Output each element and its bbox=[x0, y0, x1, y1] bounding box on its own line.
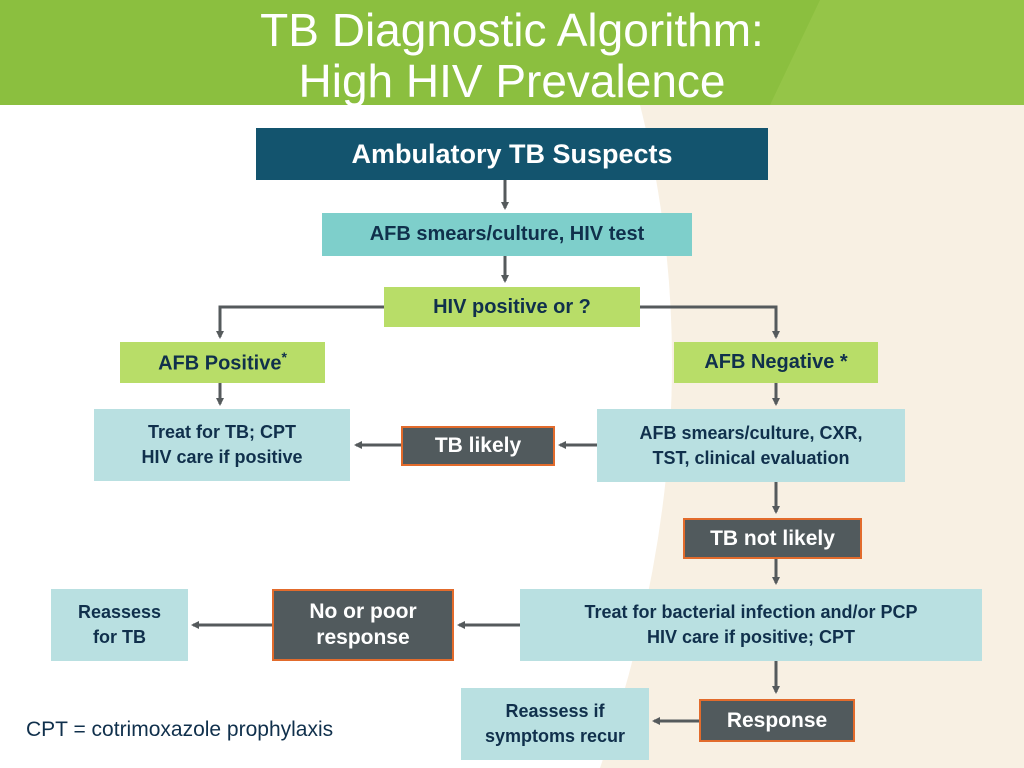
node-tb-not-likely: TB not likely bbox=[683, 518, 862, 559]
node-afb-negative-label: AFB Negative * bbox=[704, 351, 848, 373]
title-line-1: TB Diagnostic Algorithm: bbox=[260, 4, 764, 56]
node-ambulatory-suspects-label: Ambulatory TB Suspects bbox=[351, 138, 673, 169]
title-line-2: High HIV Prevalence bbox=[298, 55, 726, 107]
header-band-light bbox=[770, 0, 1024, 105]
node-no-poor-response-label: No or poor response bbox=[309, 600, 417, 649]
node-afb-hiv-test: AFB smears/culture, HIV test bbox=[322, 213, 692, 256]
node-afb-hiv-test-label: AFB smears/culture, HIV test bbox=[369, 223, 645, 245]
node-evaluation: AFB smears/culture, CXR, TST, clinical e… bbox=[597, 409, 905, 482]
afb-positive-text: AFB Positive bbox=[158, 352, 282, 375]
node-no-poor-response: No or poor response bbox=[272, 589, 454, 661]
node-afb-negative: AFB Negative * bbox=[674, 342, 878, 383]
afb-positive-asterisk: * bbox=[281, 349, 287, 366]
node-reassess-tb-label: Reassess for TB bbox=[77, 602, 162, 647]
arrow-hiv-to-positive bbox=[216, 305, 384, 339]
node-response: Response bbox=[699, 699, 855, 742]
node-treat-tb: Treat for TB; CPT HIV care if positive bbox=[94, 409, 350, 481]
node-reassess-recur-label: Reassess if symptoms recur bbox=[484, 701, 626, 746]
node-reassess-recur: Reassess if symptoms recur bbox=[461, 688, 649, 760]
node-tb-likely-label: TB likely bbox=[434, 434, 522, 457]
header-band bbox=[0, 0, 1024, 105]
node-treat-tb-label: Treat for TB; CPT HIV care if positive bbox=[141, 422, 303, 467]
node-tb-not-likely-label: TB not likely bbox=[710, 526, 835, 550]
node-treat-bacterial: Treat for bacterial infection and/or PCP… bbox=[520, 589, 982, 661]
node-ambulatory-suspects: Ambulatory TB Suspects bbox=[256, 128, 768, 180]
node-hiv-positive: HIV positive or ? bbox=[384, 287, 640, 327]
arrow-hiv-to-negative bbox=[640, 305, 780, 339]
node-tb-likely: TB likely bbox=[401, 426, 555, 466]
node-evaluation-label: AFB smears/culture, CXR, TST, clinical e… bbox=[639, 422, 863, 468]
footnote-cpt: CPT = cotrimoxazole prophylaxis bbox=[26, 718, 334, 741]
connectors bbox=[191, 180, 780, 725]
node-afb-positive-label: AFB Positive* bbox=[158, 349, 287, 376]
node-response-label: Response bbox=[726, 708, 828, 732]
node-treat-bacterial-label: Treat for bacterial infection and/or PCP… bbox=[584, 602, 918, 647]
node-hiv-positive-label: HIV positive or ? bbox=[433, 295, 591, 318]
node-afb-positive: AFB Positive* bbox=[120, 342, 325, 383]
node-reassess-tb: Reassess for TB bbox=[51, 589, 188, 661]
